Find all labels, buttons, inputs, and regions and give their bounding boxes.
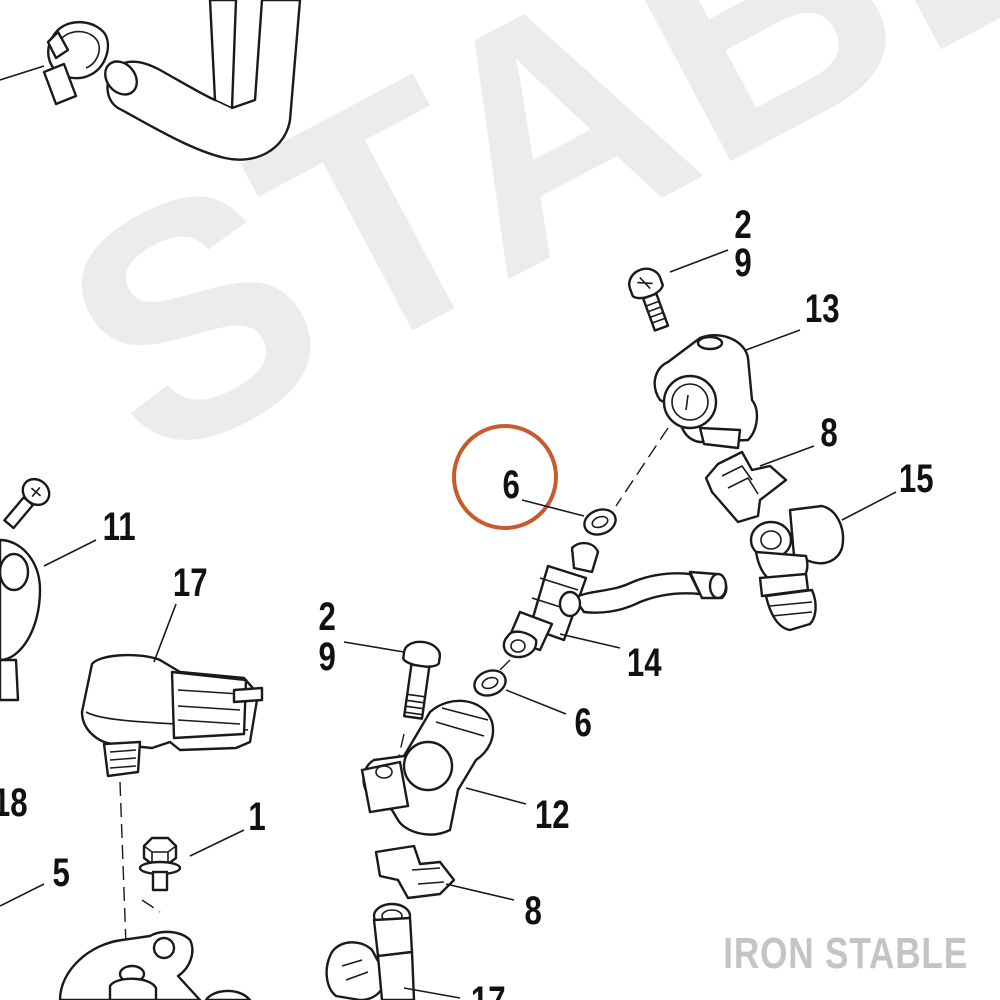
callout-12: 12: [535, 792, 570, 837]
callout-8-right: 8: [820, 410, 837, 455]
callout-14: 14: [627, 640, 662, 685]
hose-assembly: [0, 0, 302, 161]
callout-9-top: 9: [734, 240, 751, 285]
hex-flange-bolt-1: [138, 829, 245, 913]
callout-17-bottom: 17: [471, 978, 506, 1000]
callout-5: 5: [52, 850, 69, 895]
hex-flange-bolt-icon: [138, 836, 182, 892]
screw-left: [3, 477, 51, 530]
highlight-ring: [452, 424, 558, 530]
pan-head-screw-icon: [402, 640, 442, 720]
pan-head-screw-icon: [628, 267, 670, 332]
callout-9-mid: 9: [318, 634, 335, 679]
fuel-rail-cap-13: [653, 329, 801, 450]
highlight-callout: [452, 424, 558, 530]
fuel-rail-cap-12: [360, 699, 527, 836]
fuel-injector-17-bottom: [325, 902, 461, 1000]
throttle-body-11: [0, 538, 97, 702]
callout-11: 11: [103, 504, 136, 549]
callout-18: 18: [0, 780, 28, 825]
screw-mid: [343, 640, 442, 761]
fuel-injector-15: [749, 491, 897, 632]
intake-housing-5: [0, 883, 252, 1000]
retaining-clip-8-lower: [374, 844, 515, 901]
retaining-clip-8-right: [704, 445, 815, 524]
o-ring-6-upper: [521, 499, 617, 536]
callout-labels: 2 9 13 8 15 6 14 6 12 8 17 2 9 11 17 18 …: [0, 202, 934, 1000]
callout-6-ring: 6: [502, 462, 519, 507]
callout-2-top: 2: [734, 202, 751, 247]
brand-watermark: IRON STABLE: [723, 929, 968, 978]
callout-6-lower: 6: [574, 700, 591, 745]
callout-13: 13: [805, 286, 840, 331]
callout-15: 15: [899, 456, 934, 501]
pan-head-screw-icon: [3, 477, 51, 530]
callout-2-mid: 2: [318, 594, 335, 639]
o-ring-6-lower: [473, 669, 567, 715]
screw-top: [628, 249, 729, 332]
hose-clamp: [42, 21, 110, 106]
map-sensor-17: [80, 603, 264, 778]
callout-1: 1: [248, 794, 265, 839]
callout-8-lower: 8: [524, 888, 541, 933]
callout-17-left: 17: [173, 560, 208, 605]
fuel-supply-tube-14: [502, 541, 728, 659]
